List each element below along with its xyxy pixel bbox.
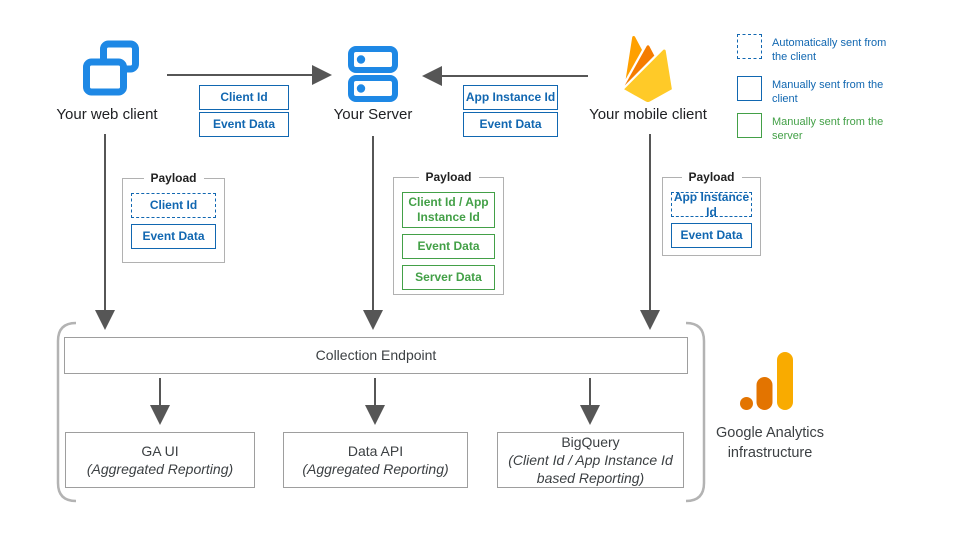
payload-server-title: Payload <box>418 170 479 184</box>
payload-box-mobile: Payload App Instance Id Event Data <box>662 170 761 256</box>
legend-swatch-manual-client <box>737 76 762 101</box>
infrastructure-bracket-right <box>685 321 706 503</box>
output-ga-ui-subtitle: (Aggregated Reporting) <box>86 461 234 477</box>
output-ga-ui-title: GA UI <box>141 442 179 459</box>
web-client-label: Your web client <box>56 106 158 123</box>
payload-mobile-app-instance-id: App Instance Id <box>671 190 752 219</box>
flow-web-event-data-box: Event Data <box>199 112 289 137</box>
flow-web-client-id-box: Client Id <box>199 85 289 110</box>
flow-mobile-app-instance-id-box: App Instance Id <box>463 85 558 110</box>
server-icon <box>348 46 398 102</box>
web-client-icon <box>83 40 139 96</box>
google-analytics-icon <box>740 352 793 410</box>
firebase-icon <box>624 36 672 102</box>
payload-web-title: Payload <box>143 171 204 185</box>
collection-endpoint-box: Collection Endpoint <box>64 337 688 374</box>
legend-label-manual-server: Manually sent from the server <box>772 116 884 143</box>
ga-infrastructure-caption: Google Analytics infrastructure <box>715 425 824 461</box>
output-data-api-box: Data API (Aggregated Reporting) <box>283 432 468 488</box>
payload-mobile-event-data: Event Data <box>671 223 752 248</box>
payload-box-web: Payload Client Id Event Data <box>122 171 225 263</box>
payload-box-server: Payload Client Id / App Instance Id Even… <box>393 170 504 295</box>
payload-web-client-id: Client Id <box>131 193 216 218</box>
output-bigquery-subtitle: (Client Id / App Instance Id based Repor… <box>508 451 673 487</box>
output-data-api-subtitle: (Aggregated Reporting) <box>302 461 449 477</box>
payload-mobile-title: Payload <box>681 170 742 184</box>
output-bigquery-box: BigQuery (Client Id / App Instance Id ba… <box>497 432 684 488</box>
legend-swatch-manual-server <box>737 113 762 138</box>
legend-swatch-auto-client <box>737 34 762 59</box>
legend-label-auto-client: Automatically sent from the client <box>772 37 887 64</box>
output-data-api-title: Data API <box>347 442 404 459</box>
payload-web-event-data: Event Data <box>131 224 216 249</box>
server-label: Your Server <box>333 106 413 123</box>
flow-mobile-event-data-box: Event Data <box>463 112 558 137</box>
output-ga-ui-box: GA UI (Aggregated Reporting) <box>65 432 255 488</box>
collection-endpoint-label: Collection Endpoint <box>315 347 437 364</box>
payload-server-server-data: Server Data <box>402 265 495 290</box>
legend-label-manual-client: Manually sent from the client <box>772 79 884 106</box>
mobile-client-label: Your mobile client <box>589 106 707 123</box>
payload-server-ids: Client Id / App Instance Id <box>402 192 495 228</box>
payload-server-event-data: Event Data <box>402 234 495 259</box>
output-bigquery-title: BigQuery <box>561 433 620 450</box>
